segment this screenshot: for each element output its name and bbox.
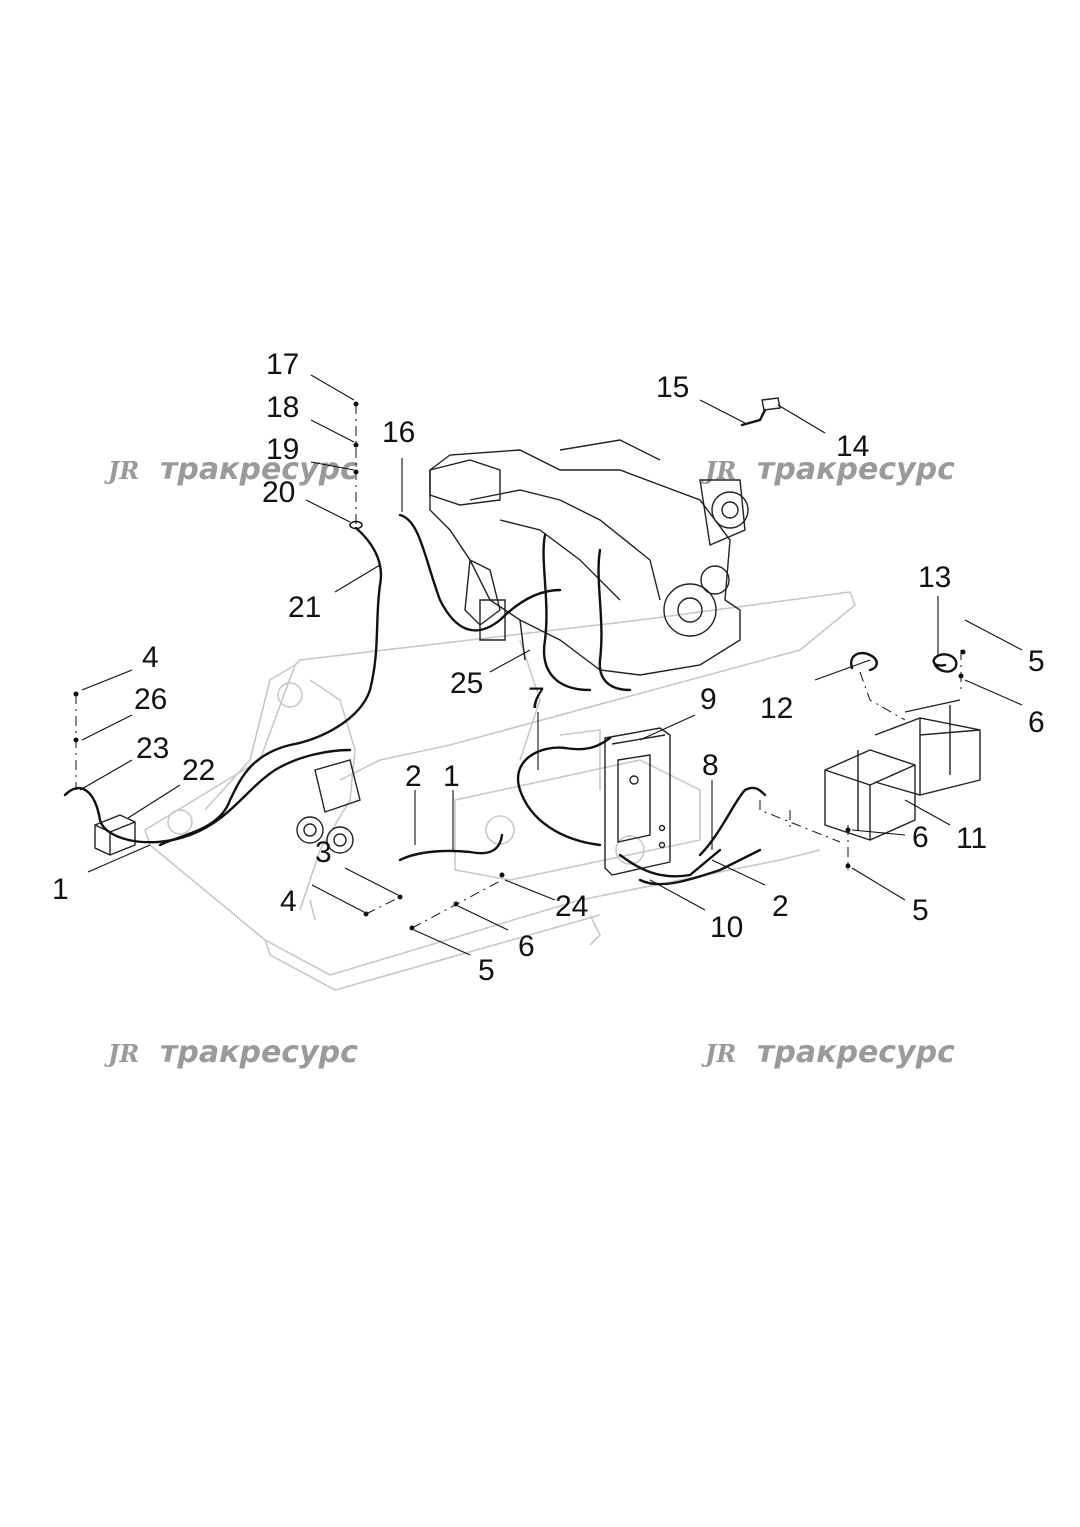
callout-label: 5	[478, 954, 495, 987]
callout-label: 8	[702, 749, 719, 782]
callouts: 17 18 19 20 16 15 14 21 13 5 4 25 26 7 9…	[52, 348, 1045, 987]
callout-label: 24	[555, 890, 588, 923]
callout-label: 6	[912, 821, 929, 854]
fasteners	[73, 401, 966, 931]
battery-disconnect-box	[604, 727, 671, 876]
callout-label: 18	[266, 391, 299, 424]
watermark: JR тракресурс	[701, 452, 955, 487]
callout-label: 20	[262, 476, 295, 509]
callout-label: 11	[956, 822, 987, 855]
assembly-lines	[75, 404, 962, 929]
callout-label: 12	[760, 692, 793, 725]
callout-label: 26	[134, 683, 167, 716]
watermark-text: тракресурс	[757, 452, 955, 487]
horn-assembly	[296, 759, 361, 854]
callout-label: 22	[182, 754, 215, 787]
watermark: JR тракресурс	[104, 452, 358, 487]
callout-label: 7	[528, 682, 545, 715]
callout-label: 4	[280, 885, 297, 918]
callout-label: 23	[136, 732, 169, 765]
callout-label: 10	[710, 911, 743, 944]
callout-label: 2	[405, 760, 422, 793]
leader-lines	[79, 374, 1023, 956]
callout-label: 9	[700, 683, 717, 716]
watermark-text: тракресурс	[160, 452, 358, 487]
watermark-text: тракресурс	[757, 1035, 955, 1070]
battery	[824, 749, 916, 841]
machine-frame	[144, 591, 856, 991]
watermark-logo: JR	[701, 1039, 736, 1068]
callout-label: 25	[450, 667, 483, 700]
watermark: JR тракресурс	[104, 1035, 358, 1070]
battery	[874, 699, 981, 796]
callout-label: 2	[772, 890, 789, 923]
callout-label: 6	[1028, 706, 1045, 739]
callout-label: 15	[656, 371, 689, 404]
callout-label: 5	[1028, 645, 1045, 678]
callout-label: 14	[836, 430, 869, 463]
callout-label: 16	[382, 416, 415, 449]
callout-label: 3	[315, 836, 332, 869]
callout-label: 1	[443, 760, 460, 793]
callout-label: 1	[52, 873, 69, 906]
callout-label: 6	[518, 930, 535, 963]
watermark: JR тракресурс	[701, 1035, 955, 1070]
callout-label: 21	[288, 591, 321, 624]
watermark-logo: JR	[104, 1039, 139, 1068]
callout-label: 19	[266, 433, 299, 466]
callout-label: 5	[912, 894, 929, 927]
callout-label: 4	[142, 641, 159, 674]
callout-label: 13	[918, 561, 951, 594]
callout-label: 17	[266, 348, 299, 381]
watermark-logo: JR	[104, 456, 139, 485]
wire-harness	[63, 397, 958, 886]
watermark-text: тракресурс	[160, 1035, 358, 1070]
